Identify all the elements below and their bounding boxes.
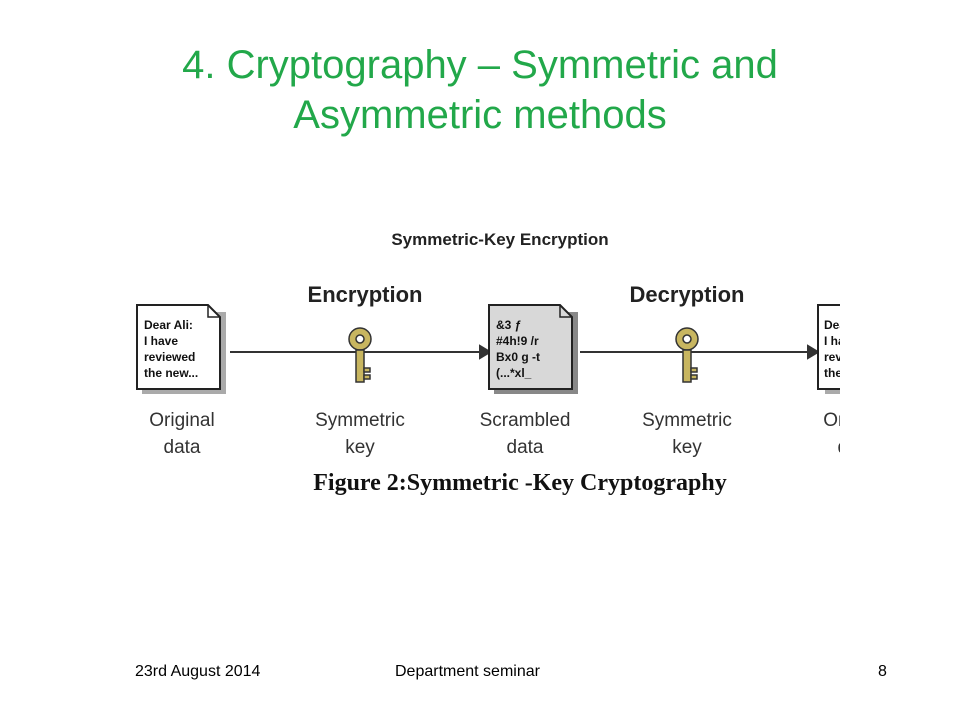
original-document-icon: Dear Ali: I have reviewed the new... (136, 304, 226, 394)
key-icon (675, 327, 699, 383)
page-number: 8 (878, 663, 887, 680)
caption-result-line-2: data (838, 437, 840, 458)
scrambled-doc-line-2: #4h!9 /r (496, 334, 539, 348)
original-doc-line-3: reviewed (144, 350, 195, 364)
original-doc-line-4: the new... (144, 366, 198, 380)
decryption-label: Decryption (630, 282, 745, 307)
title-line-1: 4. Cryptography – Symmetric and (182, 43, 778, 87)
caption-scrambled-line-1: Scrambled (480, 410, 571, 431)
footer-date: 23rd August 2014 (135, 663, 261, 680)
caption-original-line-2: data (164, 437, 201, 458)
result-doc-line-1: Dear Ali: (824, 318, 840, 332)
result-document-icon: Dear Ali: I have reviewed the new... (817, 304, 840, 394)
slide-title: 4. Cryptography – Symmetric and Asymmetr… (60, 40, 900, 140)
encryption-label: Encryption (308, 282, 423, 307)
key-icon (348, 327, 372, 383)
footer-title: Department seminar (395, 663, 540, 680)
result-doc-line-4: the new... (824, 366, 840, 380)
scrambled-doc-line-3: Bx0 g -t (496, 350, 540, 364)
caption-key2-line-1: Symmetric (642, 410, 732, 431)
scrambled-doc-line-4: (...*xl_ (496, 366, 532, 380)
caption-result-line-1: Original (823, 410, 840, 431)
scrambled-doc-line-1: &3 ƒ (496, 318, 522, 332)
result-doc-line-3: reviewed (824, 350, 840, 364)
original-doc-line-2: I have (144, 334, 178, 348)
caption-original-line-1: Original (149, 410, 214, 431)
scrambled-document-icon: &3 ƒ #4h!9 /r Bx0 g -t (...*xl_ (488, 304, 578, 394)
symmetric-key-diagram: Symmetric-Key Encryption Encryption Decr… (136, 230, 840, 496)
caption-key1-line-2: key (345, 437, 375, 458)
caption-key1-line-1: Symmetric (315, 410, 405, 431)
flow-arrows (230, 344, 820, 360)
caption-scrambled-line-2: data (507, 437, 544, 458)
original-doc-line-1: Dear Ali: (144, 318, 193, 332)
arrowhead-2 (807, 344, 820, 360)
diagram-heading: Symmetric-Key Encryption (391, 230, 608, 249)
result-doc-line-2: I have (824, 334, 840, 348)
figure-caption: Figure 2:Symmetric -Key Cryptography (313, 470, 726, 496)
caption-key2-line-2: key (672, 437, 702, 458)
arrowhead-1 (479, 344, 492, 360)
title-line-2: Asymmetric methods (293, 93, 667, 137)
